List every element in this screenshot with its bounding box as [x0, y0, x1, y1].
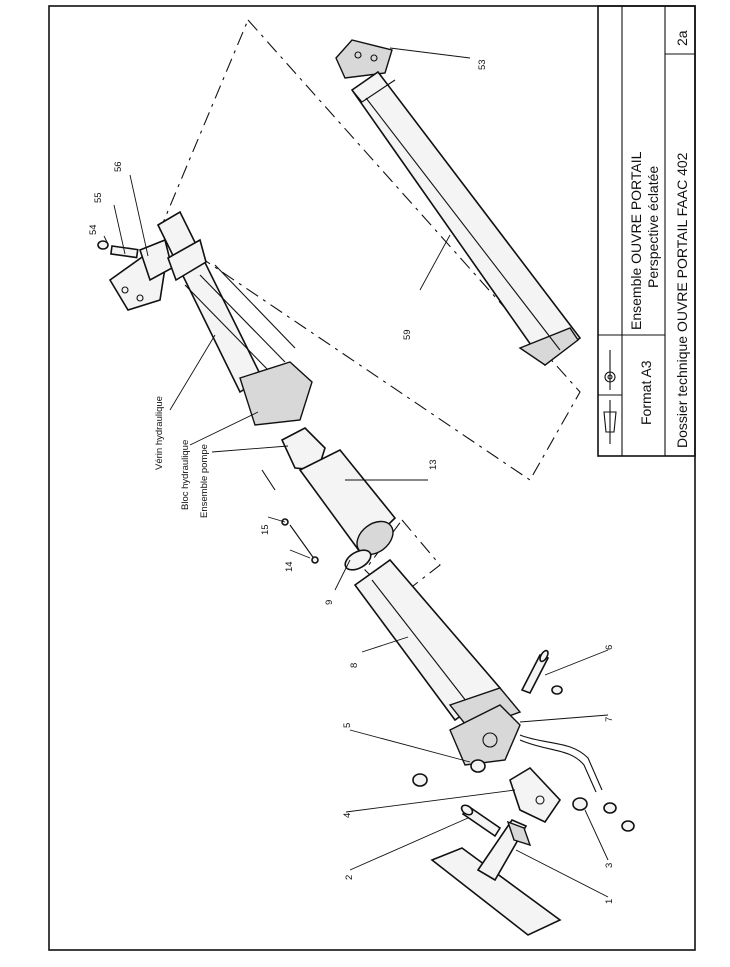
part-53-end-plug: [335, 39, 393, 79]
label-2: 2: [344, 875, 355, 880]
label-53: 53: [477, 59, 488, 70]
label-7: 7: [604, 717, 615, 722]
label-6: 6: [604, 645, 615, 650]
hydraulic-cylinder: [156, 210, 313, 426]
label-55: 55: [93, 192, 104, 203]
label-14: 14: [284, 561, 295, 572]
part-14-screw: [289, 524, 319, 564]
part-8-motor-housing: [353, 558, 522, 731]
label-verin: Vérin hydraulique: [154, 396, 165, 470]
label-pompe: Ensemble pompe: [199, 444, 210, 518]
part-3-nut: [572, 797, 588, 811]
sheet-number: 2a: [674, 30, 690, 46]
part-15-screw: [261, 469, 289, 526]
part-6-pin: [520, 649, 550, 694]
part-5-nut: [470, 759, 486, 773]
part-7-front-flange: [449, 704, 521, 766]
label-59: 59: [402, 329, 413, 340]
label-54: 54: [88, 224, 99, 235]
part-1-base-plate: [430, 819, 562, 936]
part-59-cover: [350, 70, 582, 367]
label-56: 56: [113, 161, 124, 172]
dossier-label: Dossier technique OUVRE PORTAIL FAAC 402: [674, 152, 690, 448]
part-56-clevis-bracket: [108, 238, 173, 311]
assembly-outline: [159, 18, 581, 481]
title-block: Ensemble OUVRE PORTAIL Perspective éclat…: [597, 5, 696, 457]
leader-lines: [103, 47, 609, 898]
label-8: 8: [349, 663, 360, 668]
label-13: 13: [428, 459, 439, 470]
part-54-washer: [97, 240, 109, 250]
pump-assembly: [298, 448, 397, 556]
label-4: 4: [342, 813, 353, 818]
label-3: 3: [604, 863, 615, 868]
small-washers: [412, 773, 635, 832]
part-6-nut: [551, 685, 563, 695]
power-cable: [519, 734, 603, 791]
drawing-frame: [48, 5, 696, 951]
label-1: 1: [604, 899, 615, 904]
part-4-clevis: [509, 766, 562, 824]
label-bloc: Bloc hydraulique: [180, 440, 191, 510]
title-line-1: Ensemble OUVRE PORTAIL: [628, 151, 644, 330]
label-9: 9: [324, 600, 335, 605]
format-label: Format A3: [638, 360, 654, 425]
part-labels: 53 59 54 55 56 Vérin hydraulique Bloc hy…: [88, 59, 615, 904]
projection-symbol-icon: [603, 350, 617, 444]
title-line-2: Perspective éclatée: [645, 166, 661, 288]
part-9-motor-end: [344, 549, 372, 571]
label-15: 15: [260, 524, 271, 535]
part-2-bolt: [460, 804, 502, 838]
label-5: 5: [342, 723, 353, 728]
